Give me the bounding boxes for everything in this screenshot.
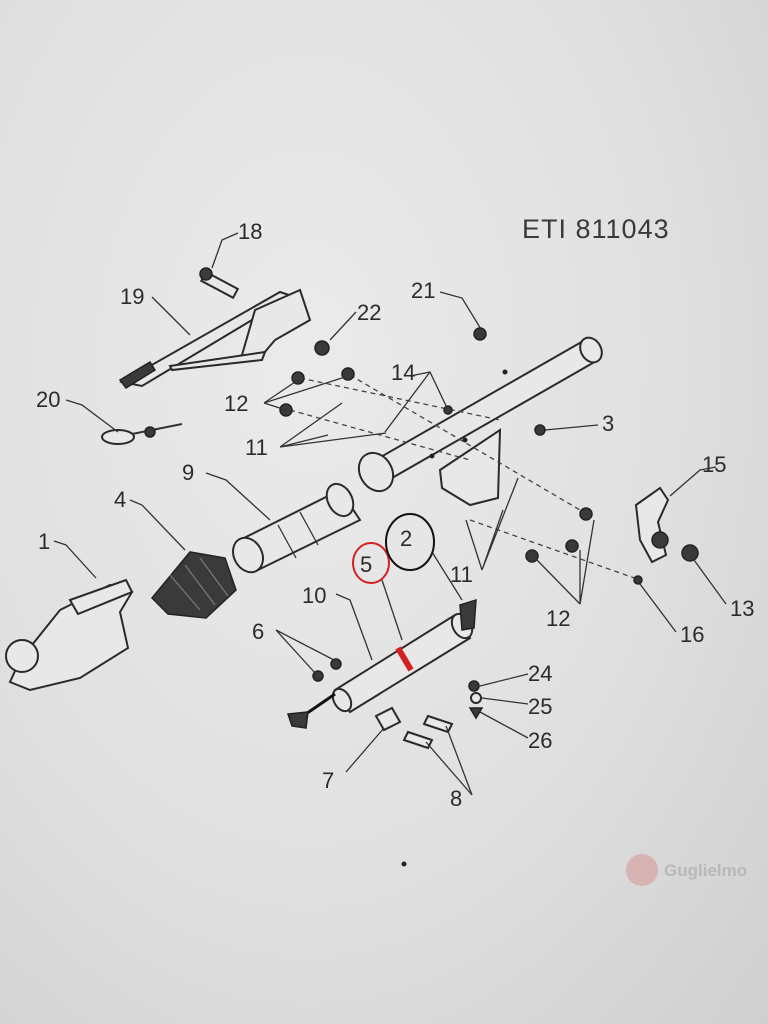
leader-22 (329, 311, 357, 341)
parts-24-25-26-fasteners (468, 680, 484, 720)
part-16-pin (633, 575, 643, 585)
label-25: 25 (528, 694, 552, 719)
label-16: 16 (680, 622, 704, 647)
label-9: 9 (182, 460, 194, 485)
label-18: 18 (238, 219, 262, 244)
label-12-right: 12 (546, 606, 570, 631)
part-20-breakaway-cable (101, 423, 183, 445)
leader-4 (129, 499, 186, 551)
leader-10 (335, 593, 373, 661)
label-26: 26 (528, 728, 552, 753)
leader-7 (345, 727, 385, 773)
leader-18 (211, 232, 239, 269)
part-22-nut (314, 340, 330, 356)
ink-dot (401, 861, 407, 867)
leader-16 (639, 583, 677, 633)
red-circle-marker (352, 542, 390, 584)
label-12-left: 12 (224, 391, 248, 416)
leader-3 (544, 424, 599, 431)
label-10: 10 (302, 583, 326, 608)
part-14-marker (443, 405, 453, 415)
leader-21 (439, 291, 485, 335)
label-22: 22 (357, 300, 381, 325)
label-8: 8 (450, 786, 462, 811)
leader-5 (381, 579, 403, 641)
brand-text: Guglielmo (664, 861, 747, 880)
leader-8 (425, 725, 473, 796)
part-3-marker (534, 424, 546, 436)
label-11-left: 11 (245, 435, 268, 460)
brand-watermark: Guglielmo (626, 854, 747, 886)
leader-15 (669, 466, 717, 497)
part-8-bolts (402, 714, 454, 750)
label-4: 4 (114, 487, 126, 512)
label-21: 21 (411, 278, 435, 303)
leader-9 (205, 472, 271, 521)
leader-1 (53, 540, 97, 579)
label-5: 5 (360, 552, 372, 577)
label-13: 13 (730, 596, 754, 621)
leaders-24-25-26 (479, 673, 529, 739)
part-19-handbrake-lever (118, 288, 312, 389)
leader-11-right (465, 477, 519, 571)
drawing-number: ETI 811043 (522, 214, 670, 244)
axis-line-d (469, 519, 641, 581)
label-15: 15 (702, 452, 726, 477)
part-15-lever-plate (634, 486, 670, 564)
label-11-right: 11 (450, 562, 473, 587)
label-3: 3 (602, 411, 614, 436)
part-18-bolt (199, 267, 240, 300)
part-13-nut (681, 544, 699, 562)
label-20: 20 (36, 387, 60, 412)
leader-11-left (279, 402, 387, 448)
label-24: 24 (528, 661, 552, 686)
leader-19 (151, 296, 191, 336)
leader-2 (431, 551, 463, 601)
label-19: 19 (120, 284, 144, 309)
part-7-bush (374, 706, 402, 732)
black-circle-marker (385, 513, 435, 571)
part-12-bolts-left (279, 367, 355, 417)
label-2: 2 (400, 526, 412, 551)
label-1: 1 (38, 529, 50, 554)
part-6-bolts (312, 658, 342, 682)
part-21-bolt (473, 327, 487, 341)
leader-14 (384, 371, 449, 433)
leader-12-left (263, 376, 346, 411)
part-3-drawbar-tube (357, 336, 603, 507)
part-1-coupling-head (5, 578, 134, 692)
leader-6 (275, 629, 335, 675)
part-9-overrun-damper (232, 482, 362, 574)
part-4-bellows (150, 551, 237, 619)
leader-13 (693, 559, 727, 605)
part-12-bolts-right (525, 507, 593, 563)
part-10-inner-tube (286, 598, 477, 729)
leader-20 (65, 399, 119, 433)
leader-12-right (534, 519, 595, 605)
axis-line-a (299, 377, 501, 421)
label-7: 7 (322, 768, 334, 793)
label-6: 6 (252, 619, 264, 644)
label-14: 14 (391, 360, 415, 385)
